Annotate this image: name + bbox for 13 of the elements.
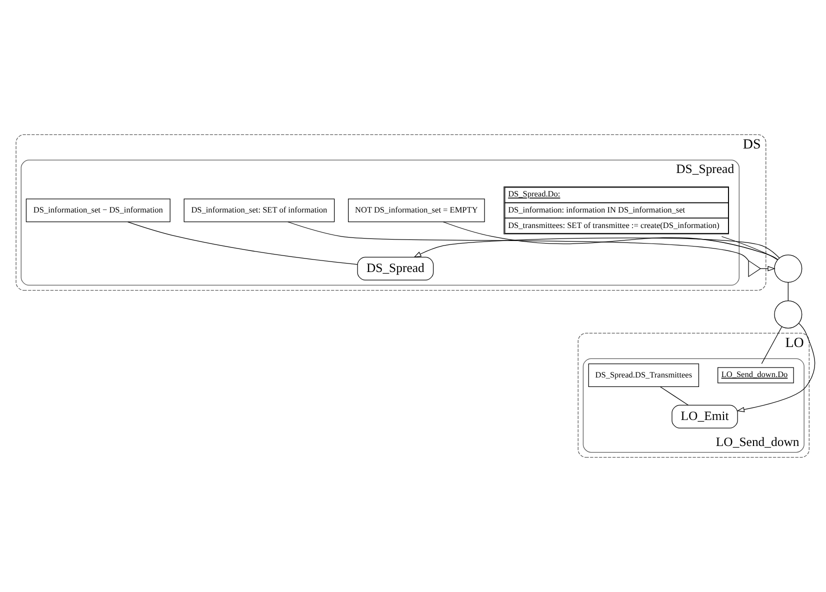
node-circle [774,254,802,283]
node-box: DS_Spread [357,256,434,280]
connector [442,222,778,260]
arrow [736,322,816,412]
node-circle [774,300,802,328]
connector [128,222,358,265]
connector [660,386,689,406]
node-triangle [748,260,762,278]
connector [721,236,778,260]
node-box: LO_Emit [672,404,738,428]
connector [761,326,782,364]
connector [288,222,749,261]
arrow [414,238,780,258]
